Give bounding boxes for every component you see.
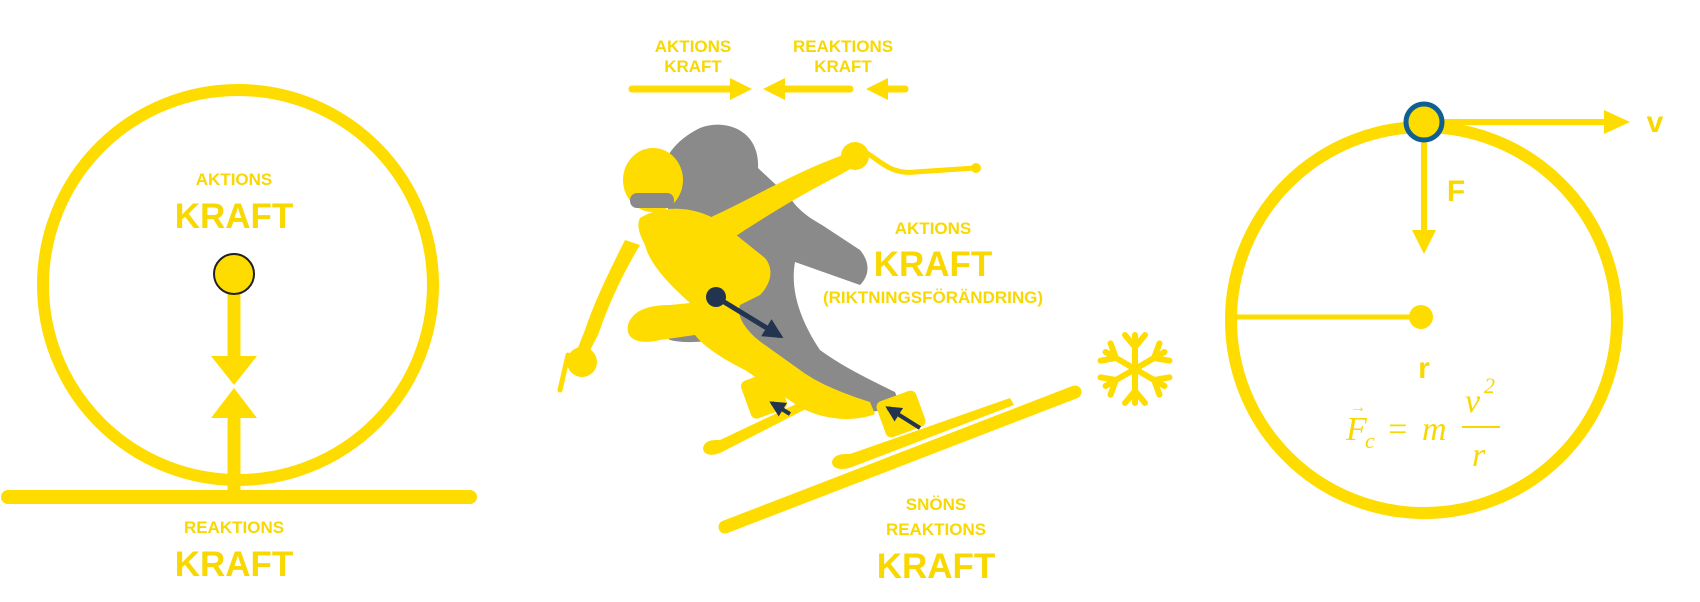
middle-action-small: AKTIONS xyxy=(895,219,972,238)
middle-action-big: KRAFT xyxy=(874,245,993,284)
middle-panel: AKTIONS KRAFT REAKTIONS KRAFT xyxy=(557,37,1173,586)
center-dot xyxy=(1409,305,1433,329)
right-panel: v F r → F c = m v 2 r xyxy=(1225,101,1664,519)
left-action-small: AKTIONS xyxy=(196,170,273,189)
left-reaction-big: KRAFT xyxy=(175,545,294,584)
ski-reaction-vector-left xyxy=(769,401,792,417)
snowflake-icon xyxy=(1097,332,1173,406)
legend-reaction-line2: KRAFT xyxy=(814,57,872,76)
centripetal-formula: → F c = m v 2 r xyxy=(1345,373,1500,474)
reaction-arrow-head xyxy=(211,388,257,418)
left-action-big: KRAFT xyxy=(175,197,294,236)
action-vector xyxy=(714,294,784,339)
snow-line2: REAKTIONS xyxy=(886,520,986,539)
formula-vector-arrow: → xyxy=(1350,399,1366,416)
snow-big: KRAFT xyxy=(877,547,996,586)
snow-line1: SNÖNS xyxy=(906,495,966,514)
legend-action-line2: KRAFT xyxy=(664,57,722,76)
formula-exponent: 2 xyxy=(1484,373,1495,398)
mass-ball xyxy=(213,253,255,295)
left-reaction-small: REAKTIONS xyxy=(184,518,284,537)
skier-icon xyxy=(557,124,1014,470)
velocity-label: v xyxy=(1647,106,1664,139)
legend-reaction-line1: REAKTIONS xyxy=(793,37,893,56)
slope-line xyxy=(718,385,1082,534)
legend-reaction-arrow xyxy=(763,78,854,100)
formula-lhs: F xyxy=(1345,411,1368,448)
formula-subscript: c xyxy=(1365,428,1375,453)
action-arrow-head xyxy=(211,356,257,385)
formula-numerator: v xyxy=(1465,383,1481,420)
legend-action-arrow xyxy=(628,78,752,100)
left-panel: AKTIONS KRAFT REAKTIONS KRAFT xyxy=(1,84,477,584)
force-arrow-head xyxy=(1412,230,1436,254)
force-label: F xyxy=(1447,175,1465,208)
formula-equals: = xyxy=(1386,411,1409,448)
formula-denominator: r xyxy=(1472,437,1486,474)
legend-reaction-arrow-small xyxy=(866,78,909,100)
formula-mass: m xyxy=(1422,411,1447,448)
ski-reaction-vector-right xyxy=(885,406,922,430)
middle-action-note: (RIKTNINGSFÖRÄNDRING) xyxy=(823,288,1043,307)
velocity-arrow-head xyxy=(1604,110,1630,134)
radius-label: r xyxy=(1418,352,1430,385)
legend-action-line1: AKTIONS xyxy=(655,37,732,56)
moving-object xyxy=(1403,101,1445,143)
